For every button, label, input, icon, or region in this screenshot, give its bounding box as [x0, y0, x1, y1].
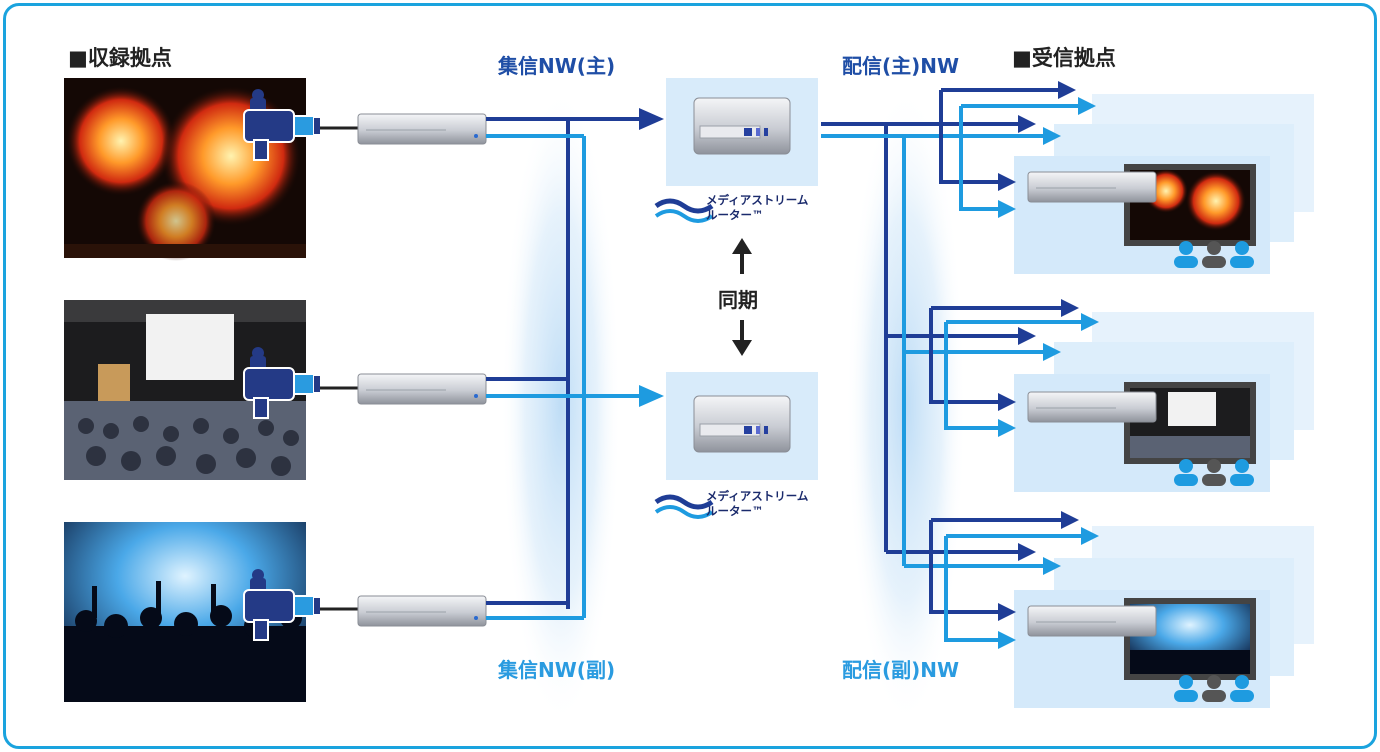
receiving-site-3 [929, 511, 1314, 708]
video-camera-icon [243, 347, 320, 419]
video-camera-icon [243, 569, 320, 641]
router-server-icon [693, 97, 791, 155]
arrow-icon [998, 511, 1099, 649]
arrow-icon [998, 81, 1096, 218]
video-camera-icon [243, 89, 320, 161]
conference-photo [64, 300, 306, 480]
recording-sites-title: ■収録拠点 [68, 46, 172, 70]
router-logo: メディアストリーム ルーター™ [650, 486, 830, 522]
router-logo-line1: メディアストリーム [706, 489, 809, 503]
sync-arrow-down [732, 320, 752, 356]
audience-icon [1174, 675, 1254, 702]
deliver-main-lines [821, 122, 941, 554]
collect-main-lines [486, 117, 646, 609]
router-server-icon [693, 395, 791, 453]
router-logo-mark [654, 198, 714, 223]
receiver-device-icon [1027, 171, 1157, 203]
receiving-site-1 [939, 81, 1314, 274]
collect-network-glow [501, 86, 621, 726]
router-logo-mark [654, 494, 714, 519]
receiver-device-icon [1027, 391, 1157, 423]
router-logo-line2: ルーター™ [706, 208, 764, 222]
receiving-sites-title: ■受信拠点 [1012, 46, 1116, 70]
audience-icon [1174, 241, 1254, 268]
encoder-device-icon [357, 373, 487, 405]
arrow-icon [639, 385, 664, 407]
arrow-icon [639, 108, 664, 130]
encoder-device-icon [357, 595, 487, 627]
fireworks-photo [64, 78, 306, 261]
encoder-device-icon [357, 113, 487, 145]
sync-arrow-up [732, 238, 752, 274]
router-logo-line1: メディアストリーム [706, 193, 809, 207]
router-logo: メディアストリーム ルーター™ [650, 190, 830, 226]
deliver-sub-label: 配信(副)NW [842, 658, 960, 682]
deliver-sub-lines [821, 134, 961, 568]
receiver-device-icon [1027, 605, 1157, 637]
diagram-frame: ■収録拠点 ■受信拠点 集信NW(主) 集信NW(副) 配信(主)NW 配信(副… [3, 3, 1377, 749]
router-logo-line2: ルーター™ [706, 504, 764, 518]
audience-icon [1174, 459, 1254, 486]
arrow-icon [998, 299, 1099, 437]
deliver-main-label: 配信(主)NW [842, 54, 960, 78]
sync-label: 同期 [718, 288, 758, 312]
collect-sub-lines [486, 134, 646, 620]
diagram-canvas [64, 78, 1314, 726]
receiving-site-2 [929, 299, 1314, 492]
collect-sub-label: 集信NW(副) [498, 658, 616, 682]
collect-main-label: 集信NW(主) [498, 54, 616, 78]
